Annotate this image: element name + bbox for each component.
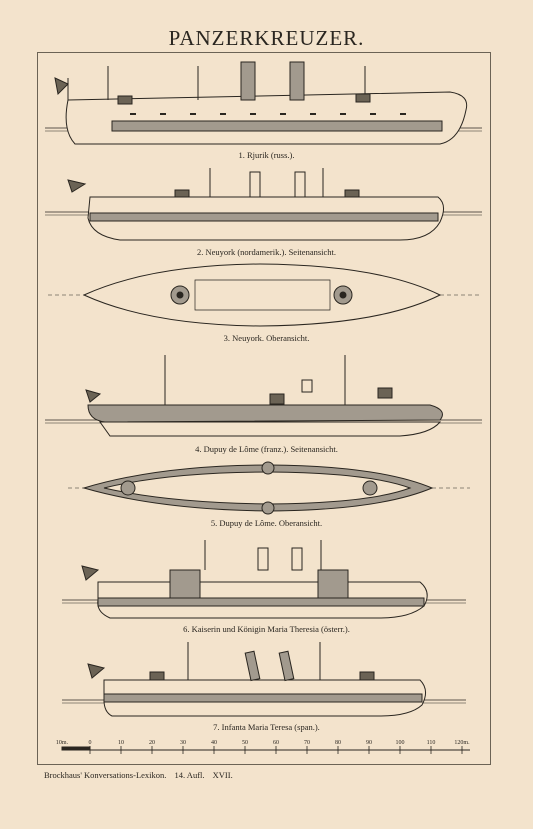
plate-border <box>37 52 491 765</box>
caption-2: 2. Neuyork (nordamerik.). Seitenansicht. <box>196 247 337 257</box>
footer-publisher: Brockhaus' Konversations-Lexikon. <box>44 770 167 780</box>
scale-tick-label: 50 <box>242 740 248 746</box>
footer-imprint: Brockhaus' Konversations-Lexikon. 14. Au… <box>44 770 239 780</box>
scale-tick-label: 0 <box>89 740 92 746</box>
ship-5-dupuy-top <box>68 461 470 515</box>
caption-5: 5. Dupuy de Lôme. Oberansicht. <box>210 518 323 528</box>
scale-tick-label: 100 <box>396 740 405 746</box>
caption-7: 7. Infanta Maria Teresa (span.). <box>213 722 320 732</box>
caption-3: 3. Neuyork. Oberansicht. <box>223 333 310 343</box>
caption-1: 1. Rjurik (russ.). <box>238 150 295 160</box>
scale-tick-label: 10 <box>118 740 124 746</box>
scale-tick-label: 40 <box>211 740 217 746</box>
scale-tick-label: 90 <box>366 740 372 746</box>
caption-6: 6. Kaiserin und Königin Maria Theresia (… <box>183 624 350 634</box>
scale-tick-label: 60 <box>273 740 279 746</box>
scale-end-label: 120m. <box>454 740 470 746</box>
page-title: PANZERKREUZER. <box>168 26 365 50</box>
ship-2-neuyork-side <box>45 168 482 241</box>
ship-6-maria-theresia <box>62 540 466 619</box>
scale-bar <box>61 746 470 754</box>
ship-4-dupuy-side <box>45 355 482 437</box>
scale-tick-label: 20 <box>149 740 155 746</box>
scale-tick-label: 30 <box>180 740 186 746</box>
caption-4: 4. Dupuy de Lôme (franz.). Seitenansicht… <box>195 444 338 454</box>
ship-7-infanta-maria-teresa <box>62 642 466 717</box>
footer-volume: XVII. <box>212 770 233 780</box>
footer-edition: 14. Aufl. <box>174 770 205 780</box>
ship-3-neuyork-top <box>48 263 480 327</box>
ship-1-rjurik <box>45 61 482 145</box>
scale-tick-label: 80 <box>335 740 341 746</box>
scale-unit-label: 10m. <box>56 740 69 746</box>
scale-tick-label: 70 <box>304 740 310 746</box>
scale-tick-label: 110 <box>427 740 436 746</box>
